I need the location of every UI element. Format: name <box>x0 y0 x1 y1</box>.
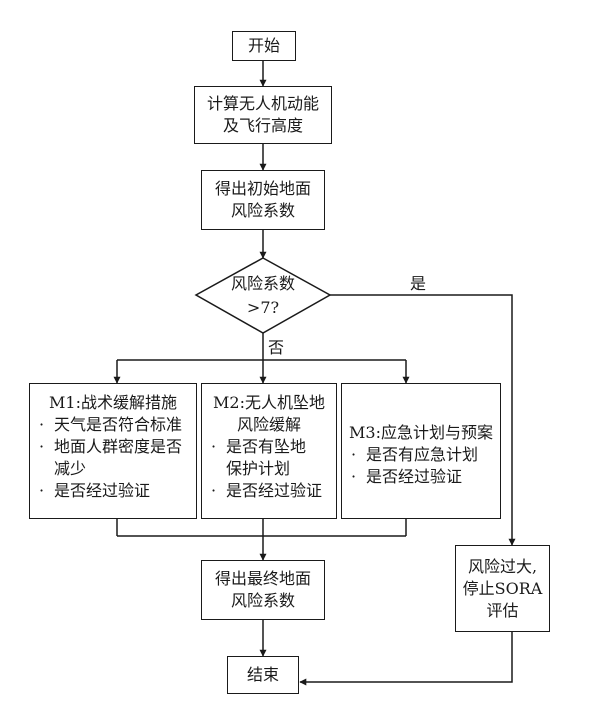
m2-item-protection-text: 是否有坠地 <box>226 437 307 456</box>
bullet: · <box>351 445 357 464</box>
risk-too-high-line-3: 评估 <box>486 600 519 620</box>
m2-box: M2:无人机坠地 风险缓解 · 是否有坠地 保护计划 · 是否经过验证 <box>201 383 337 519</box>
m3-item-verified: · 是否经过验证 <box>348 466 494 488</box>
m2-item-verified: · 是否经过验证 <box>208 480 330 502</box>
m1-item-crowd: · 地面人群密度是否 <box>36 436 190 458</box>
calc-energy-line-2: 及飞行高度 <box>222 116 303 135</box>
m1-item-verified: · 是否经过验证 <box>36 480 190 502</box>
calc-energy-line-1: 计算无人机动能 <box>206 94 319 113</box>
initial-risk-box: 得出初始地面 风险系数 <box>201 170 325 230</box>
end-box: 结束 <box>227 656 299 694</box>
m1-box: M1:战术缓解措施 · 天气是否符合标准 · 地面人群密度是否 减少 · 是否经… <box>29 383 197 519</box>
risk-too-high-line-1: 风险过大, <box>467 556 538 576</box>
decision-diamond <box>194 257 332 334</box>
arrow-too-high-to-end <box>299 632 513 686</box>
m2-title-line-1: M2:无人机坠地 <box>213 393 325 412</box>
risk-too-high-line-2: 停止SORA <box>462 578 543 598</box>
bullet: · <box>39 415 45 434</box>
m3-box: M3:应急计划与预案 · 是否有应急计划 · 是否经过验证 <box>341 383 501 519</box>
yes-label: 是 <box>410 274 427 293</box>
calc-energy-box: 计算无人机动能 及飞行高度 <box>194 86 332 144</box>
decision-line-2: >7? <box>246 298 280 317</box>
final-risk-box: 得出最终地面 风险系数 <box>201 560 325 620</box>
initial-risk-line-2: 风险系数 <box>230 201 295 220</box>
m2-item-protection: · 是否有坠地 <box>208 436 330 458</box>
final-risk-line-1: 得出最终地面 <box>214 569 311 588</box>
m2-item-protection-cont: 保护计划 <box>226 459 291 478</box>
m1-item-crowd-text: 地面人群密度是否 <box>54 437 183 456</box>
initial-risk-line-1: 得出初始地面 <box>214 179 311 198</box>
m3-item-verified-text: 是否经过验证 <box>366 467 463 486</box>
bullet: · <box>39 481 45 500</box>
bullet: · <box>351 467 357 486</box>
m1-item-crowd-cont: 减少 <box>54 459 87 478</box>
bullet: · <box>39 437 45 456</box>
start-label: 开始 <box>247 36 280 55</box>
start-box: 开始 <box>232 31 296 61</box>
m2-title-line-2: 风险缓解 <box>236 415 301 434</box>
arrow-yes-branch <box>330 294 516 546</box>
m1-title: M1:战术缓解措施 <box>49 393 177 412</box>
bullet: · <box>211 481 217 500</box>
end-label: 结束 <box>246 665 279 684</box>
bullet: · <box>211 437 217 456</box>
m3-item-plan: · 是否有应急计划 <box>348 444 494 466</box>
decision-text: 风险系数 >7? <box>213 272 313 320</box>
m3-item-plan-text: 是否有应急计划 <box>366 445 479 464</box>
m3-title: M3:应急计划与预案 <box>349 423 493 442</box>
m1-item-weather-text: 天气是否符合标准 <box>54 415 183 434</box>
risk-too-high-box: 风险过大, 停止SORA 评估 <box>455 545 550 632</box>
m2-item-verified-text: 是否经过验证 <box>226 481 323 500</box>
m1-item-weather: · 天气是否符合标准 <box>36 414 190 436</box>
m1-item-verified-text: 是否经过验证 <box>54 481 151 500</box>
no-label: 否 <box>268 338 285 357</box>
final-risk-line-2: 风险系数 <box>230 591 295 610</box>
decision-line-1: 风险系数 <box>230 274 295 293</box>
